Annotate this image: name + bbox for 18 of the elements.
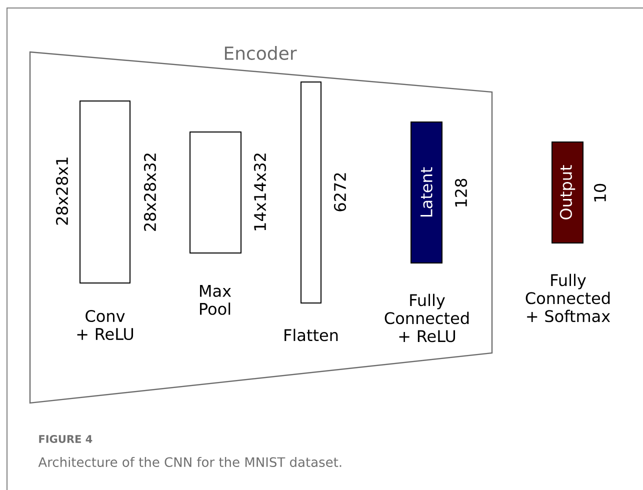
layer-box: [300, 82, 322, 304]
layer-label: Conv + ReLU: [77, 310, 134, 340]
layer-label: Flatten: [284, 328, 338, 342]
figure-label: FIGURE 4: [39, 435, 92, 443]
layer-box: [190, 132, 242, 254]
dimension-label: 28x28x32: [144, 154, 156, 231]
caption: Architecture of the CNN for the MNIST dataset.: [38, 456, 342, 468]
dimension-label: 6272: [334, 173, 346, 212]
dimension-label: 10: [594, 184, 606, 202]
layer-box: [80, 100, 130, 284]
layer-box: Latent: [410, 122, 442, 264]
layer-label: Fully Connected + Softmax: [526, 274, 610, 322]
layer-box: Output: [552, 142, 584, 244]
dimension-label: 28x28x1: [56, 158, 68, 225]
dimension-label: 128: [454, 178, 468, 206]
layer-label: Fully Connected + ReLU: [384, 294, 469, 342]
layer-label: Max Pool: [200, 285, 232, 315]
dimension-label: 14x14x32: [254, 154, 266, 230]
